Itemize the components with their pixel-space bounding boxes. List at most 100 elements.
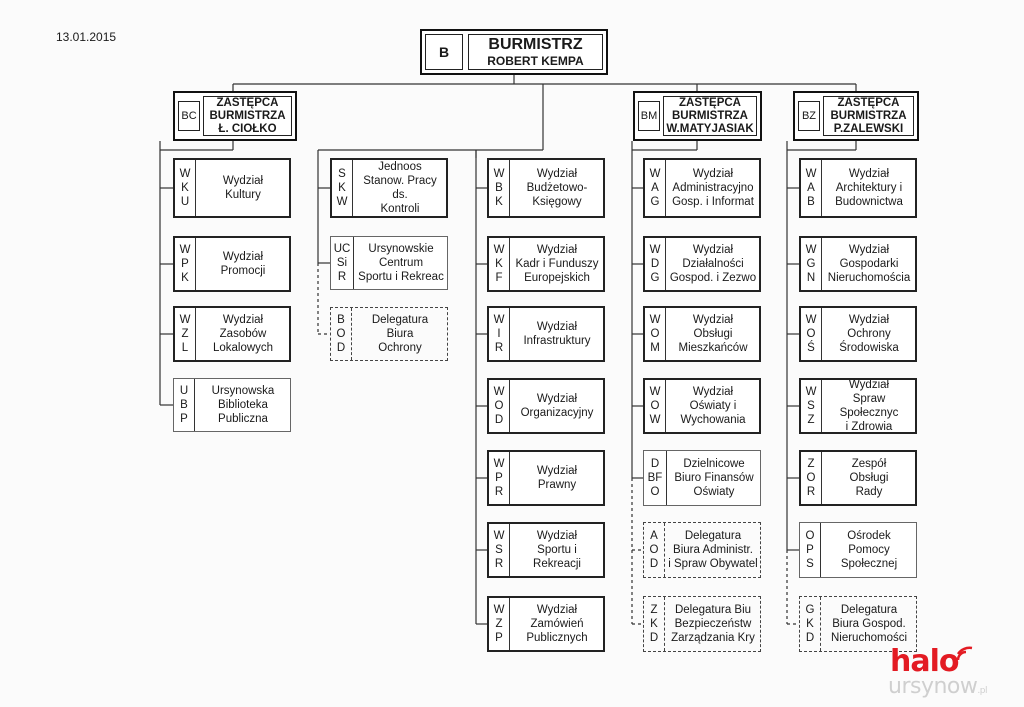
unit-label: Wydział Zasobów Lokalowych xyxy=(212,314,274,354)
unit-box-wod: W O D Wydział Organizacyjny xyxy=(487,378,605,434)
unit-code: W K F xyxy=(489,238,510,290)
unit-code: W A B xyxy=(801,160,822,216)
unit-label: Wydział Działalności Gospod. i Zezwo xyxy=(669,244,757,284)
unit-box-bod: B O D Delegatura Biura Ochrony xyxy=(330,307,448,361)
unit-box-wag: W A G Wydział Administracyjno Gosp. i Inf… xyxy=(643,158,761,218)
unit-code: W B K xyxy=(489,160,510,216)
logo-text-ursynow: ursynow.pl xyxy=(888,674,987,699)
document-date: 13.01.2015 xyxy=(56,30,117,44)
unit-label: Wydział Budżetowo- Księgowy xyxy=(526,168,588,208)
deputy-name: ZASTĘPCA BURMISTRZA Ł. CIOŁKO xyxy=(203,96,292,136)
unit-label: Wydział Zamówień Publicznych xyxy=(526,604,588,644)
unit-label: Ośrodek Pomocy Społecznej xyxy=(840,530,898,570)
unit-code: W S R xyxy=(489,524,510,576)
unit-label: Delegatura Biura Administr. i Spraw Obyw… xyxy=(668,530,758,570)
unit-box-wzp: W Z P Wydział Zamówień Publicznych xyxy=(487,596,605,652)
unit-code: Z K D xyxy=(644,597,665,651)
unit-box-ops: O P S Ośrodek Pomocy Społecznej xyxy=(799,522,917,578)
unit-code: U B P xyxy=(174,379,195,431)
unit-code: W I R xyxy=(489,308,510,360)
unit-box-wbk: W B K Wydział Budżetowo- Księgowy xyxy=(487,158,605,218)
unit-box-zor: Z O R Zespół Obsługi Rady xyxy=(799,450,917,506)
unit-code: B O D xyxy=(331,308,352,360)
unit-box-zkd: Z K D Delegatura Biu Bezpieczeństw Zarząd… xyxy=(643,596,761,652)
unit-label: Wydział Ochrony Środowiska xyxy=(839,314,899,354)
unit-box-ubp: U B P Ursynowska Biblioteka Publiczna xyxy=(173,378,291,432)
unit-box-skw: S K W Samodz. Jednoos Stanow. Pracy ds. K… xyxy=(330,158,448,218)
unit-code: W K U xyxy=(175,160,196,216)
unit-label: Dzielnicowe Biuro Finansów Oświaty xyxy=(674,458,754,498)
mayor-code: B xyxy=(425,34,463,70)
signal-icon xyxy=(956,646,973,661)
mayor-title: BURMISTRZ xyxy=(488,36,583,53)
unit-code: W O W xyxy=(645,380,666,432)
unit-label: Wydział Prawny xyxy=(536,465,578,491)
unit-box-wab: W A B Wydział Architektury i Budownictwa xyxy=(799,158,917,218)
unit-code: W O D xyxy=(489,380,510,432)
deputy-code: BZ xyxy=(798,101,820,131)
unit-code: O P S xyxy=(800,523,821,577)
unit-box-wsz: W S Z Wydział Spraw Społecznyc i Zdrowia xyxy=(799,378,917,434)
logo-text-halo: halo xyxy=(890,644,959,679)
unit-label: Wydział Promocji xyxy=(220,251,266,277)
unit-code: W A G xyxy=(645,160,666,216)
unit-label: Delegatura Biu Bezpieczeństw Zarządzania… xyxy=(671,604,755,644)
unit-label: Wydział Kultury xyxy=(222,175,264,201)
unit-box-gkd: G K D Delegatura Biura Gospod. Nieruchomo… xyxy=(799,596,917,652)
unit-box-dbfo: D BF O Dzielnicowe Biuro Finansów Oświaty xyxy=(643,450,761,506)
mayor-name-box: BURMISTRZ ROBERT KEMPA xyxy=(468,34,603,70)
unit-code: W P R xyxy=(489,452,510,504)
unit-code: W O Ś xyxy=(801,308,822,360)
unit-label: Wydział Sportu i Rekreacji xyxy=(533,530,581,570)
unit-code: W S Z xyxy=(801,380,822,432)
unit-code: Z O R xyxy=(801,452,822,504)
unit-label: Samodz. Jednoos Stanow. Pracy ds. Kontro… xyxy=(363,161,437,215)
unit-label: Wydział Kadr i Funduszy Europejskich xyxy=(515,244,599,284)
unit-label: Wydział Oświaty i Wychowania xyxy=(680,386,746,426)
unit-label: Zespół Obsługi Rady xyxy=(849,458,889,498)
deputy-name: ZASTĘPCA BURMISTRZA P.ZALEWSKI xyxy=(823,96,914,136)
unit-label: Wydział Gospodarki Nieruchomościa xyxy=(827,244,911,284)
unit-box-wku: W K U Wydział Kultury xyxy=(173,158,291,218)
unit-label: Ursynowska Biblioteka Publiczna xyxy=(211,385,275,425)
unit-box-wow: W O W Wydział Oświaty i Wychowania xyxy=(643,378,761,434)
deputy-code: BC xyxy=(178,101,200,131)
unit-code: W Z P xyxy=(489,598,510,650)
unit-code: UC Si R xyxy=(331,237,354,289)
deputy-name: ZASTĘPCA BURMISTRZA W.MATYJASIAK xyxy=(663,96,757,136)
unit-code: W O M xyxy=(645,308,666,360)
unit-box-wpk: W P K Wydział Promocji xyxy=(173,236,291,292)
unit-label: Wydział Obsługi Mieszkańców xyxy=(678,314,748,354)
halo-ursynow-logo: halo ursynow.pl xyxy=(880,644,1010,699)
mayor-name: ROBERT KEMPA xyxy=(487,54,584,68)
unit-label: Delegatura Biura Gospod. Nieruchomości xyxy=(830,604,908,644)
unit-label: Delegatura Biura Ochrony xyxy=(371,314,429,354)
mayor-box: B BURMISTRZ ROBERT KEMPA xyxy=(420,29,608,75)
unit-box-wzl: W Z L Wydział Zasobów Lokalowych xyxy=(173,306,291,362)
unit-label: Wydział Spraw Społecznyc i Zdrowia xyxy=(839,379,899,433)
unit-code: W Z L xyxy=(175,308,196,360)
unit-box-wsr: W S R Wydział Sportu i Rekreacji xyxy=(487,522,605,578)
unit-label: Ursynowskie Centrum Sportu i Rekreac xyxy=(358,243,444,283)
unit-code: W P K xyxy=(175,238,196,290)
unit-label: Wydział Architektury i Budownictwa xyxy=(835,168,903,208)
unit-code: D BF O xyxy=(644,451,667,505)
unit-code: W G N xyxy=(801,238,822,290)
deputy-code: BM xyxy=(638,101,660,131)
unit-label: Wydział Organizacyjny xyxy=(520,393,594,419)
unit-label: Wydział Administracyjno Gosp. i Informat xyxy=(672,168,754,208)
unit-box-wpr: W P R Wydział Prawny xyxy=(487,450,605,506)
unit-code: S K W xyxy=(332,160,353,216)
unit-code: G K D xyxy=(800,597,821,651)
unit-box-wom: W O M Wydział Obsługi Mieszkańców xyxy=(643,306,761,362)
